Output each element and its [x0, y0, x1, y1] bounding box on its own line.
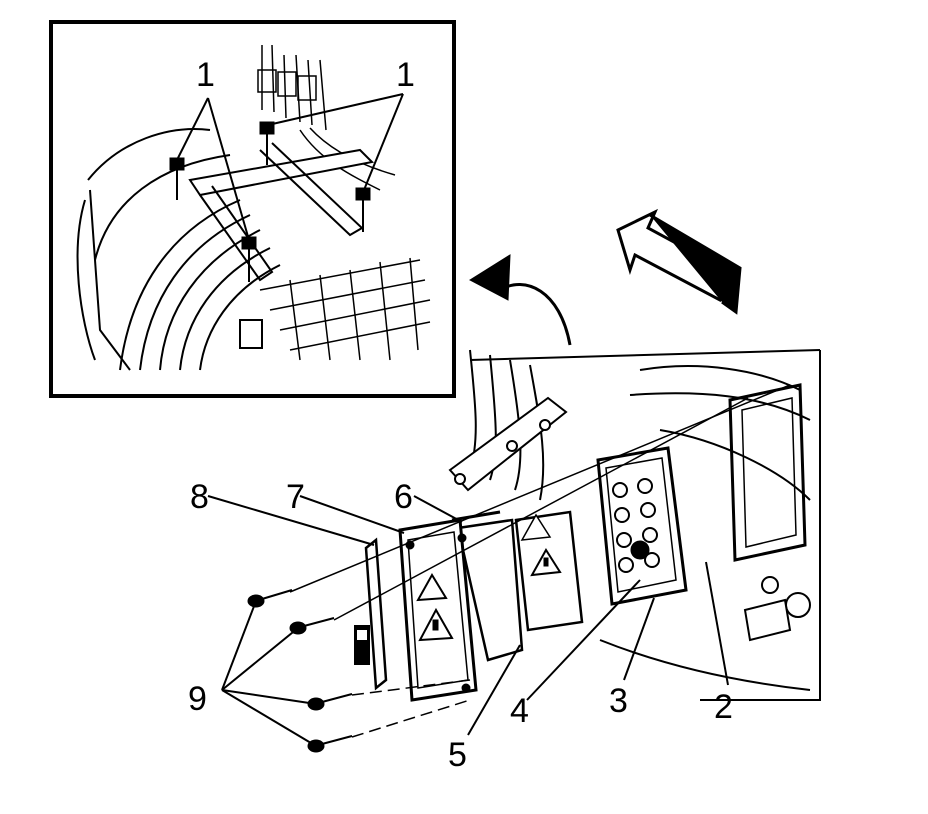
direction-arrow-icon [616, 208, 742, 315]
callout-7: 7 [286, 478, 305, 516]
clip-8 [354, 537, 388, 691]
alignment-lines [289, 384, 791, 738]
bolt-group-9 [247, 589, 353, 753]
inset-detail-view: 1 1 [49, 20, 456, 398]
callout-1-right: 1 [396, 56, 415, 94]
leader-lines [207, 495, 729, 747]
curved-arrow-icon [468, 254, 572, 346]
module-3 [596, 446, 688, 606]
callout-1-left: 1 [196, 56, 215, 94]
callout-9: 9 [188, 680, 207, 718]
seal-5 [456, 518, 524, 662]
cover-4 [514, 510, 584, 632]
callout-2: 2 [714, 688, 733, 726]
front-cover-7 [398, 518, 478, 702]
callout-4: 4 [510, 692, 529, 730]
callout-8: 8 [190, 478, 209, 516]
callout-6: 6 [394, 478, 413, 516]
callout-5: 5 [448, 736, 467, 774]
callout-3: 3 [609, 682, 628, 720]
